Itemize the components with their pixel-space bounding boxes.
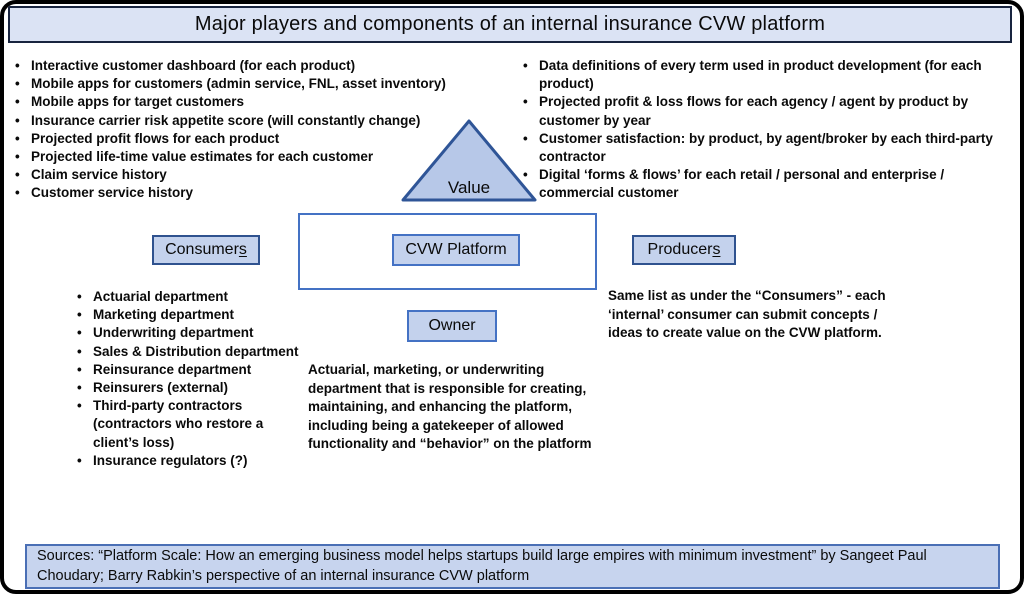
list-item: Underwriting department (72, 324, 310, 342)
list-item: Mobile apps for customers (admin service… (10, 75, 482, 93)
consumers-box: Consumers (152, 235, 260, 265)
owner-note: Actuarial, marketing, or underwriting de… (308, 362, 592, 452)
list-item: Reinsurance department (72, 361, 310, 379)
list-item: Projected profit flows for each product (10, 130, 482, 148)
list-item: Interactive customer dashboard (for each… (10, 57, 482, 75)
list-item: Marketing department (72, 306, 310, 324)
list-item: Digital ‘forms & flows’ for each retail … (518, 166, 1020, 202)
cvw-platform-outline-rect (298, 213, 597, 290)
owner-label: Owner (428, 317, 476, 334)
cvw-platform-box: CVW Platform (392, 234, 520, 266)
list-item: Reinsurers (external) (72, 379, 310, 397)
owner-box: Owner (407, 310, 497, 342)
list-item: Actuarial department (72, 288, 310, 306)
producers-label-suffix: s (712, 241, 721, 258)
consumers-label-suffix: s (238, 241, 247, 258)
list-item: Insurance carrier risk appetite score (w… (10, 112, 482, 130)
producers-label: Producers (648, 241, 721, 259)
platform-components-list-right: Data definitions of every term used in p… (518, 57, 1020, 203)
consumers-detail-list: Actuarial department Marketing departmen… (72, 288, 310, 470)
triangle-shape-icon (401, 119, 537, 202)
value-triangle-label: Value (447, 178, 491, 197)
list-item: Data definitions of every term used in p… (518, 57, 1020, 93)
consumers-label: Consumers (165, 241, 247, 259)
producers-box: Producers (632, 235, 736, 265)
slide-title: Major players and components of an inter… (194, 13, 826, 35)
list-item: Projected profit & loss flows for each a… (518, 93, 1020, 129)
list-item: Claim service history (10, 166, 482, 184)
list-item: Sales & Distribution department (72, 343, 310, 361)
producers-note: Same list as under the “Consumers” - eac… (608, 288, 886, 341)
list-item: Mobile apps for target customers (10, 93, 482, 111)
list-item: Customer satisfaction: by product, by ag… (518, 130, 1020, 166)
platform-components-list-left: Interactive customer dashboard (for each… (10, 57, 482, 203)
sources-text: Sources: “Platform Scale: How an emergin… (37, 548, 927, 584)
list-item: Insurance regulators (?) (72, 452, 310, 470)
list-item: Customer service history (10, 184, 482, 202)
list-item: Third-party contractors (contractors who… (72, 397, 310, 452)
cvw-platform-label: CVW Platform (405, 241, 507, 258)
list-item: Projected life-time value estimates for … (10, 148, 482, 166)
consumers-label-main: Consumer (165, 241, 239, 258)
slide-title-box: Major players and components of an inter… (8, 6, 1012, 43)
sources-bar: Sources: “Platform Scale: How an emergin… (25, 544, 1000, 589)
producers-label-main: Producer (647, 241, 713, 258)
value-triangle: Value (400, 118, 538, 203)
